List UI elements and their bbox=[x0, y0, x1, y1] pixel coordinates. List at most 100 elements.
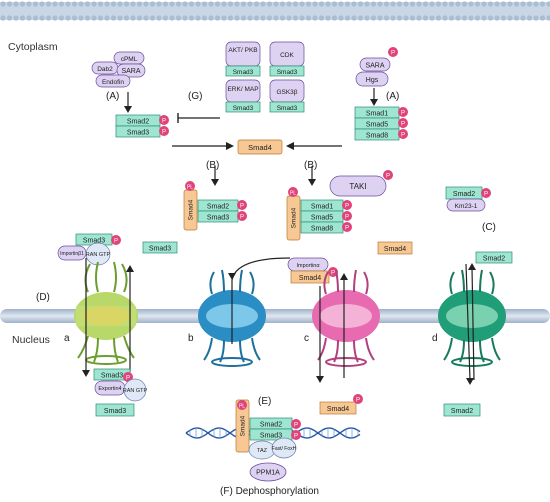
svg-text:P: P bbox=[240, 204, 244, 210]
label-a-right: (A) bbox=[386, 91, 399, 102]
svg-text:Smad3: Smad3 bbox=[277, 69, 298, 76]
svg-text:Smad5: Smad5 bbox=[366, 122, 388, 129]
svg-text:Smad4: Smad4 bbox=[299, 275, 321, 282]
smad2-free-bottom: Smad2 bbox=[443, 403, 481, 417]
label-d: (D) bbox=[36, 292, 50, 303]
svg-text:P: P bbox=[356, 398, 360, 404]
svg-text:P: P bbox=[386, 174, 390, 180]
svg-text:GSK3β: GSK3β bbox=[276, 89, 297, 96]
smad4-free-bottom: Smad4 P bbox=[319, 394, 363, 415]
svg-text:P: P bbox=[114, 239, 118, 245]
svg-text:Smad4: Smad4 bbox=[291, 207, 298, 228]
smad2-smad3-complex-left: Smad2 Smad3 P P bbox=[115, 114, 169, 138]
svg-text:Smad2: Smad2 bbox=[260, 422, 282, 429]
smad2-km23-complex: Smad2 P Km23-1 bbox=[445, 186, 491, 212]
smad3-importin-complex: Smad3 P Importinβ1 RAN GTP bbox=[57, 233, 121, 266]
smad4-smad1-5-8-complex: Smad4 PL Smad1 Smad5 Smad8 P P P bbox=[286, 187, 352, 241]
svg-text:Smad3: Smad3 bbox=[104, 408, 126, 415]
cytoplasm-label: Cytoplasm bbox=[8, 41, 58, 53]
svg-text:Fast/ FoxH: Fast/ FoxH bbox=[272, 446, 297, 452]
pore-label-c: c bbox=[304, 333, 309, 344]
svg-text:Exportin4: Exportin4 bbox=[98, 386, 121, 392]
svg-text:Smad3: Smad3 bbox=[149, 246, 171, 253]
svg-text:PL: PL bbox=[239, 404, 245, 410]
label-e: (E) bbox=[258, 396, 271, 407]
label-b-right: (B) bbox=[304, 160, 317, 171]
svg-text:CDK: CDK bbox=[280, 52, 294, 59]
svg-text:P: P bbox=[345, 226, 349, 232]
svg-text:TAKI: TAKI bbox=[349, 182, 366, 191]
svg-text:Smad3: Smad3 bbox=[83, 238, 105, 245]
svg-text:Smad8: Smad8 bbox=[366, 133, 388, 140]
svg-text:Importinβ1: Importinβ1 bbox=[60, 251, 84, 257]
svg-text:P: P bbox=[345, 204, 349, 210]
svg-text:Smad4: Smad4 bbox=[240, 415, 247, 436]
pore-label-b: b bbox=[188, 333, 194, 344]
svg-text:P: P bbox=[401, 122, 405, 128]
svg-text:Smad2: Smad2 bbox=[207, 204, 229, 211]
label-c: (C) bbox=[482, 222, 496, 233]
smad4-free-top: Smad4 bbox=[377, 241, 413, 255]
svg-text:P: P bbox=[162, 119, 166, 125]
svg-text:P: P bbox=[345, 215, 349, 221]
svg-text:Endofin: Endofin bbox=[102, 79, 124, 86]
svg-text:P: P bbox=[126, 376, 130, 382]
svg-text:Smad3: Smad3 bbox=[277, 105, 298, 112]
ppm1a: PPM1A bbox=[249, 462, 287, 482]
receptor-anchor-complex-right: SARA P Hgs bbox=[355, 47, 398, 87]
transcription-complex: Smad4 PL Smad2 Smad3 P P TAZ Fast/ FoxH bbox=[235, 399, 301, 460]
smad4-smad2-smad3-complex: Smad4 PL Smad2 Smad3 P P bbox=[183, 181, 247, 231]
smad4-center: Smad4 bbox=[237, 139, 283, 155]
nucleus-label: Nucleus bbox=[12, 334, 50, 346]
pore-label-a: a bbox=[64, 333, 70, 344]
svg-text:Smad4: Smad4 bbox=[384, 246, 406, 253]
svg-text:Smad2: Smad2 bbox=[451, 408, 473, 415]
svg-text:PL: PL bbox=[290, 191, 296, 197]
svg-text:P: P bbox=[401, 111, 405, 117]
svg-text:Smad3: Smad3 bbox=[233, 105, 254, 112]
svg-text:Smad5: Smad5 bbox=[311, 215, 333, 222]
svg-text:Hgs: Hgs bbox=[366, 77, 379, 84]
svg-text:P: P bbox=[162, 130, 166, 136]
nuclear-pore-a bbox=[74, 261, 138, 365]
svg-text:PPM1A: PPM1A bbox=[256, 470, 280, 477]
svg-text:TAZ: TAZ bbox=[257, 448, 268, 454]
svg-text:Smad3: Smad3 bbox=[260, 433, 282, 440]
svg-text:Smad4: Smad4 bbox=[188, 199, 195, 220]
svg-text:Smad2: Smad2 bbox=[127, 119, 149, 126]
svg-text:Km23-1: Km23-1 bbox=[455, 203, 478, 210]
svg-text:cPML: cPML bbox=[121, 56, 138, 63]
pore-label-d: d bbox=[432, 333, 438, 344]
svg-text:Smad2: Smad2 bbox=[483, 256, 505, 263]
taki-kinase: TAKI P bbox=[329, 170, 393, 197]
svg-text:Smad3: Smad3 bbox=[233, 69, 254, 76]
svg-text:P: P bbox=[401, 133, 405, 139]
receptor-anchor-complex-left: cPML Dab2 SARA Endofin bbox=[91, 51, 146, 88]
svg-text:P: P bbox=[294, 423, 298, 429]
label-f: (F) Dephosphorylation bbox=[220, 486, 319, 497]
svg-text:RAN GTP: RAN GTP bbox=[86, 252, 111, 258]
svg-text:Smad8: Smad8 bbox=[311, 226, 333, 233]
svg-text:Smad2: Smad2 bbox=[453, 191, 475, 198]
svg-text:P: P bbox=[294, 434, 298, 440]
svg-text:Smad3: Smad3 bbox=[127, 130, 149, 137]
svg-text:P: P bbox=[484, 192, 488, 198]
svg-text:Dab2: Dab2 bbox=[97, 66, 113, 73]
svg-text:RAN GTP: RAN GTP bbox=[123, 388, 148, 394]
kinase-panel: AKT/ PKB Smad3 CDK Smad3 ERK/ MAP Smad3 … bbox=[225, 41, 305, 113]
nuclear-pore-c bbox=[312, 269, 380, 367]
svg-text:P: P bbox=[331, 271, 335, 277]
smad3-exportin-complex: Smad3 P Exportin4 RAN GTP bbox=[93, 368, 148, 402]
svg-text:Importinα: Importinα bbox=[296, 263, 320, 269]
smad3-free-top: Smad3 bbox=[142, 241, 178, 254]
svg-text:P: P bbox=[240, 215, 244, 221]
svg-text:SARA: SARA bbox=[121, 68, 140, 75]
svg-text:Smad3: Smad3 bbox=[101, 373, 123, 380]
label-b-left: (B) bbox=[206, 160, 219, 171]
svg-text:PL: PL bbox=[187, 185, 193, 191]
svg-text:ERK/ MAP: ERK/ MAP bbox=[227, 86, 258, 93]
importin-alpha-smad4-complex: Importinα Smad4 P bbox=[287, 257, 338, 284]
smad1-5-8-complex-top: Smad1 Smad5 Smad8 P P P bbox=[354, 106, 408, 141]
svg-text:Smad4: Smad4 bbox=[248, 143, 272, 152]
